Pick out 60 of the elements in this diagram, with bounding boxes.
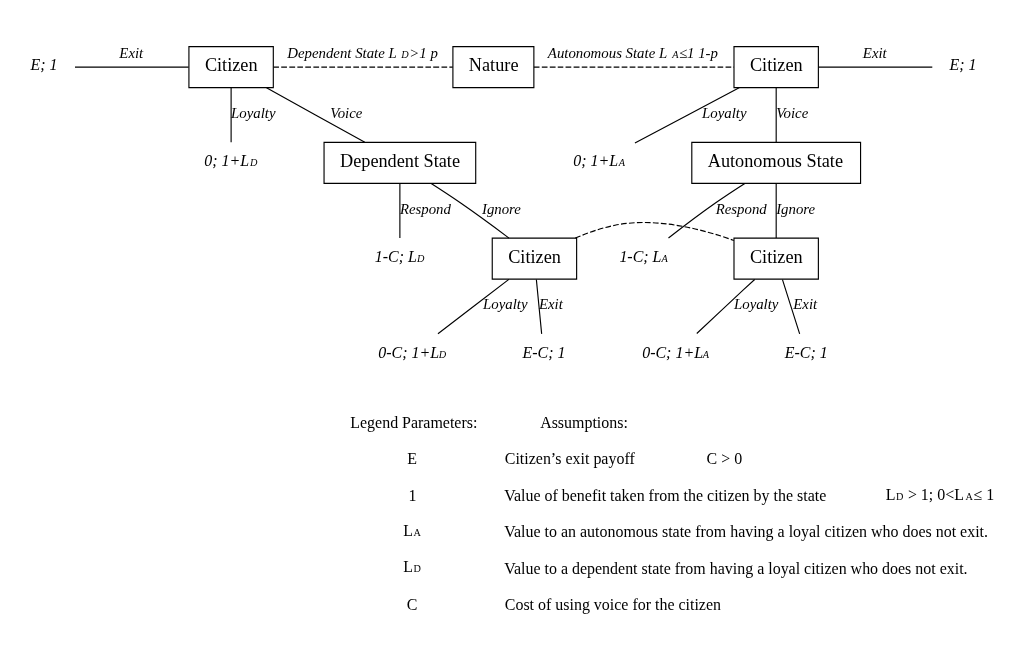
connector — [437, 278, 510, 334]
connector — [781, 278, 801, 334]
node-text: 0; 1+LD — [204, 151, 258, 169]
node-text: E; 1 — [949, 55, 977, 73]
label: Value of benefit taken from the citizen by the state — [504, 486, 827, 504]
edge-label: Exit — [539, 295, 563, 312]
label: C — [406, 595, 418, 613]
node-box: Autonomous State — [691, 141, 862, 184]
label: LD — [403, 557, 421, 575]
edge-label: Loyalty — [702, 104, 747, 121]
edge-label: Voice — [330, 104, 363, 121]
label: LD > 1; 0<LA≤ 1 — [885, 484, 995, 502]
node-text: E-C; 1 — [522, 343, 566, 361]
node-text: 0-C; 1+LA — [642, 343, 709, 361]
connector — [265, 86, 366, 143]
label: Assumptions: — [540, 413, 628, 431]
node-text: E-C; 1 — [784, 343, 828, 361]
connector — [574, 221, 735, 241]
edge-label: Respond — [715, 200, 767, 216]
label: Legend Parameters: — [350, 413, 478, 431]
edge-label: Exit — [862, 44, 887, 61]
node-text: 1-C; LD — [374, 247, 425, 265]
label: C > 0 — [706, 449, 743, 467]
node-text: 0; 1+LA — [573, 151, 626, 169]
edge-label: Exit — [793, 295, 818, 312]
label: E — [407, 449, 418, 467]
node-text: 1-C; LA — [619, 247, 668, 265]
connector — [272, 66, 454, 68]
connector — [535, 278, 543, 334]
node-box: Citizen — [733, 45, 819, 88]
node-box: Citizen — [733, 237, 819, 280]
connector — [667, 182, 746, 239]
edge-label: Loyalty — [483, 295, 528, 312]
edge-label: Respond — [399, 200, 451, 216]
edge-label: Ignore — [481, 200, 521, 216]
node-box: Citizen — [491, 237, 578, 280]
label: 1 — [408, 486, 417, 504]
label: Citizen’s exit payoff — [504, 449, 635, 467]
node-box: Citizen — [188, 45, 274, 88]
edge-label: Exit — [119, 44, 144, 61]
connector — [399, 182, 401, 239]
node-text: 0-C; 1+LD — [378, 343, 447, 361]
connector — [696, 278, 756, 334]
connector — [775, 182, 777, 239]
label: Value to an autonomous state from having a loyal citizen who does not exit. — [504, 522, 989, 540]
label: LA — [403, 521, 421, 539]
connector — [430, 182, 510, 239]
label: Value to a dependent state from having a loyal citizen who does not exit. — [504, 559, 968, 577]
connector — [533, 66, 735, 68]
label: Cost of using voice for the citizen — [504, 595, 721, 613]
connector — [74, 66, 190, 68]
connector — [634, 86, 740, 143]
node-text: E; 1 — [30, 55, 58, 73]
connector — [230, 87, 232, 143]
node-box: Dependent State — [323, 141, 477, 184]
connector — [775, 87, 777, 143]
connector — [818, 66, 933, 68]
edge-label: Loyalty — [733, 295, 779, 312]
edge-label: Voice — [776, 104, 809, 121]
node-box: Nature — [452, 45, 535, 88]
